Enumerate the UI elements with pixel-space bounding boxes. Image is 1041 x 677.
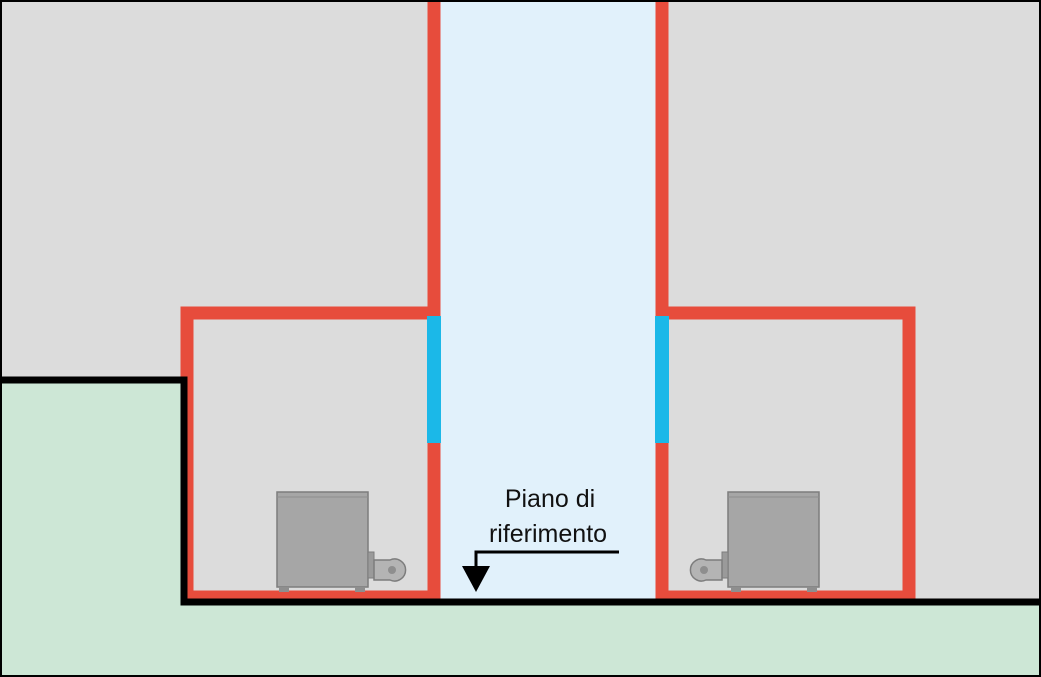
boiler-icon bbox=[689, 491, 820, 592]
reference-label-line1: Piano di bbox=[505, 485, 595, 513]
ground-line bbox=[0, 376, 1041, 606]
reference-label-line2: riferimento bbox=[489, 520, 607, 548]
boiler-icon bbox=[276, 491, 407, 592]
right-opening bbox=[655, 316, 669, 443]
arrow-down-icon bbox=[462, 550, 619, 592]
left-opening bbox=[427, 316, 441, 443]
shaft-interior bbox=[434, 0, 662, 602]
